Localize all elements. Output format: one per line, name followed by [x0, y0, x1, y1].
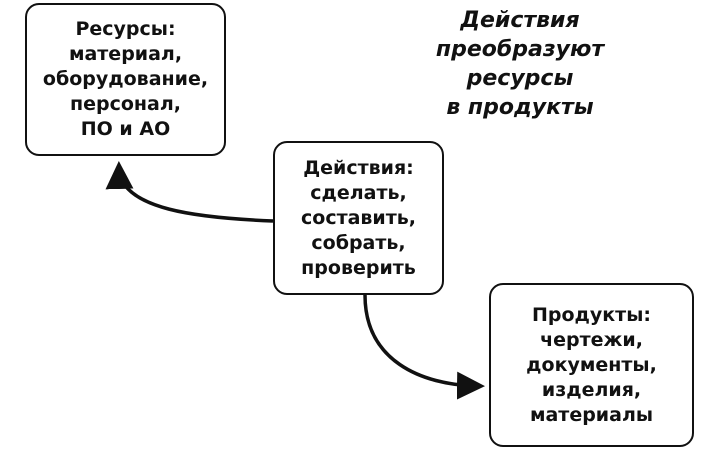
caption-note: Действия преобразуют ресурсы в продукты: [410, 6, 630, 122]
resources-title: Ресурсы:: [75, 18, 176, 40]
products-line: документы,: [526, 353, 657, 376]
note-line: Действия: [460, 8, 580, 33]
note-line: преобразуют: [435, 37, 605, 62]
actions-line: составить,: [301, 206, 416, 229]
actions-title: Действия:: [303, 156, 414, 179]
resources-line: оборудование,: [42, 68, 209, 90]
products-line: материалы: [529, 403, 654, 426]
actions-line: проверить: [301, 256, 416, 279]
resources-box: Ресурсы: материал, оборудование, персона…: [25, 3, 226, 156]
note-line: ресурсы: [466, 66, 574, 91]
products-box: Продукты: чертежи, документы, изделия, м…: [489, 283, 694, 447]
note-line: в продукты: [446, 95, 594, 120]
actions-line: сделать,: [310, 181, 407, 204]
products-line: чертежи,: [540, 328, 643, 351]
actions-box: Действия: сделать, составить, собрать, п…: [273, 141, 444, 295]
resources-line: материал,: [68, 43, 183, 65]
resources-line: ПО и АО: [80, 118, 171, 140]
resources-line: персонал,: [69, 93, 181, 115]
actions-line: собрать,: [311, 231, 406, 254]
arrow-actions-to-resources: [105, 161, 274, 223]
products-title: Продукты:: [532, 303, 651, 326]
products-line: изделия,: [541, 378, 642, 401]
arrow-actions-to-products: [363, 294, 485, 400]
